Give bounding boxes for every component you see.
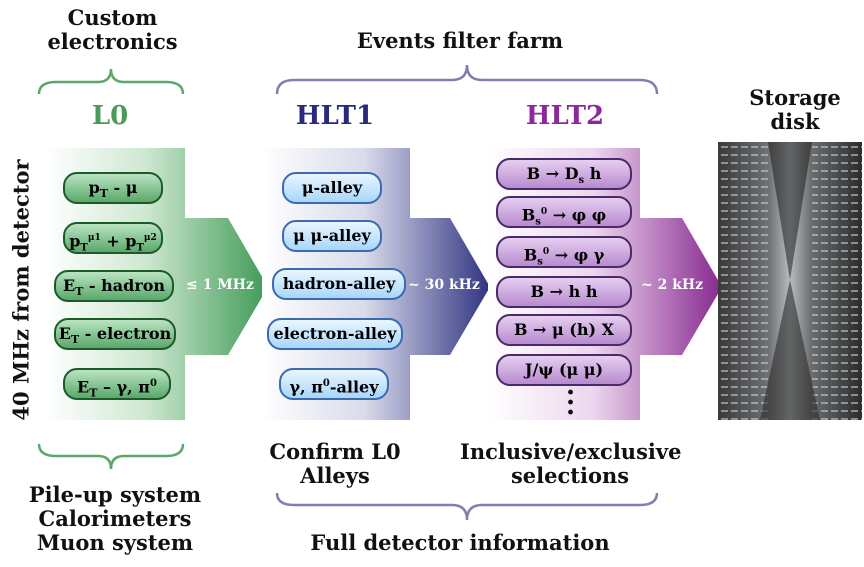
hlt1-caption: Confirm L0 Alleys [255,439,415,489]
bottom-center-brace [275,492,659,521]
subsystem-pileup: Pile-up system [28,482,202,507]
rate-hlt1-output: ~ 30 kHz [408,277,480,293]
hlt1-item-mumu-alley: μ μ-alley [282,220,382,252]
hlt1-caption-line1: Confirm L0 [269,439,401,464]
hlt2-item-b-hh: B → h h [496,276,632,308]
storage-label-line1: Storage [749,85,841,110]
storage-label-line2: disk [770,109,820,135]
subsystem-calorimeters: Calorimeters [38,506,192,532]
hlt1-item-hadron-alley: hadron-alley [272,268,406,300]
storage-disk-image [718,142,862,420]
l0-item-et-electron: ET - electron [54,318,176,350]
l0-item-et-hadron: ET - hadron [54,270,174,302]
hlt1-title: HLT1 [295,101,375,131]
hlt1-item-photon-alley: γ, π0-alley [279,368,389,400]
hlt2-item-jpsi: J/ψ (μ μ) [496,354,632,386]
hlt2-item-b-dsh: B → Ds h [496,158,632,190]
hlt1-caption-line2: Alleys [300,463,370,489]
hlt2-item-b-muhx: B → μ (h) X [496,314,632,346]
hlt2-caption-line2: selections [510,463,630,489]
subsystems-label: Pile-up system Calorimeters Muon system [10,482,220,556]
l0-title: L0 [91,101,129,131]
l0-item-pt-mu: pT - μ [63,172,163,204]
full-detector-label: Full detector information [310,530,610,555]
hlt1-item-electron-alley: electron-alley [267,318,403,350]
storage-disk-label: Storage disk [730,85,860,135]
top-center-brace [275,64,659,95]
subsystem-muon: Muon system [36,530,194,556]
custom-label-line2: electronics [47,29,178,55]
hlt2-more-dots: ··· [566,378,576,428]
l0-item-et-photon: ET – γ, π0 [63,368,171,400]
rate-hlt2-output: ~ 2 kHz [641,277,704,293]
hlt2-item-bs-phigamma: Bs0 → φ γ [496,236,632,268]
l0-item-pt-dimuon: pTμ1 + pTμ2 [63,222,163,254]
hlt2-caption: Inclusive/exclusive selections [460,439,682,489]
hlt2-title: HLT2 [525,101,605,131]
events-filter-farm-label: Events filter farm [356,28,564,53]
rate-l0-output: ≤ 1 MHz [186,277,254,293]
custom-electronics-label: Custom electronics [40,5,185,55]
top-left-brace [37,68,185,95]
hlt2-item-bs-phiphi: Bs0 → φ φ [496,196,632,228]
hlt1-item-mu-alley: μ-alley [282,172,382,204]
hlt2-caption-line1: Inclusive/exclusive [460,439,682,464]
custom-label-line1: Custom [67,5,158,30]
bottom-left-brace [37,443,185,470]
